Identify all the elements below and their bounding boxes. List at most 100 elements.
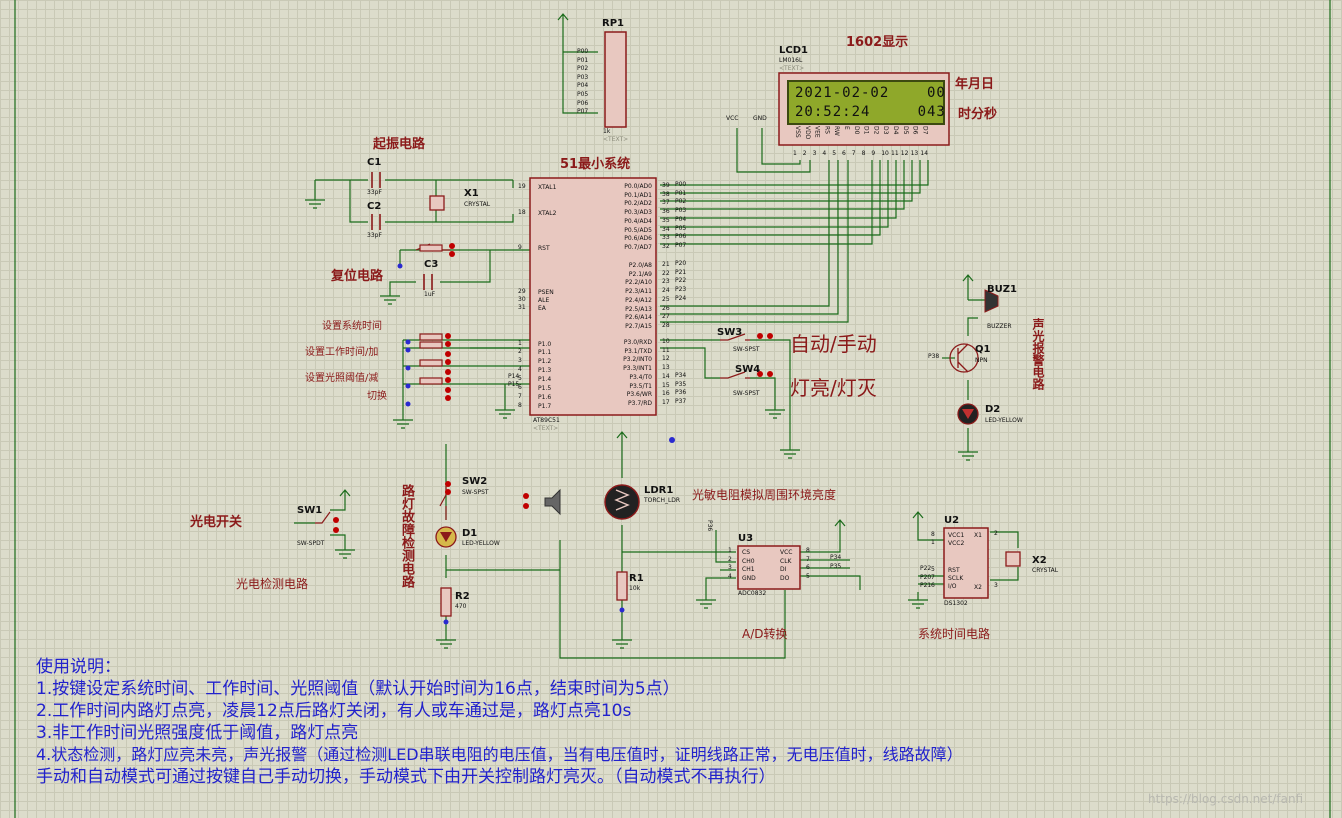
adc-ref: U3 bbox=[738, 533, 754, 544]
rtc-pin-name: RST bbox=[948, 567, 960, 574]
lcd-line-2: 20:52:24 043 bbox=[795, 104, 946, 120]
lcd-pin-number: 10 bbox=[881, 150, 889, 157]
rp1-net-label: P01 bbox=[577, 56, 589, 64]
mcu-pin-number: 12 bbox=[662, 355, 670, 363]
mcu-pin-number: 29 bbox=[518, 288, 526, 295]
lcd-pin-number: 1 bbox=[793, 150, 797, 157]
net-label: P00 bbox=[675, 181, 687, 188]
mcu-pin-name: P2.1/A9 bbox=[628, 270, 652, 278]
lcd-pin-name: D0 bbox=[852, 126, 860, 135]
sw1-value: SW-SPDT bbox=[297, 540, 325, 547]
net-label: P02 bbox=[675, 198, 687, 206]
instruction-line: 4.状态检测，路灯应亮未亮，声光报警（通过检测LED串联电阻的电压值，当有电压值… bbox=[36, 745, 963, 764]
rtc-pin-name: VCC1 bbox=[948, 532, 965, 539]
ldr-note: 光敏电阻模拟周围环境亮度 bbox=[692, 488, 837, 502]
c2-value: 33pF bbox=[367, 232, 382, 239]
mcu-pin-number: 38 bbox=[662, 190, 670, 198]
d2-value: LED-YELLOW bbox=[985, 417, 1023, 424]
mcu-pin-name: P1.4 bbox=[538, 376, 552, 383]
mcu-pin-name: P1.0 bbox=[538, 341, 552, 348]
rp1-net-label: P03 bbox=[577, 73, 589, 81]
lcd-title: 1602显示 bbox=[846, 35, 909, 50]
adc-pin-number: 8 bbox=[806, 547, 810, 554]
mcu-pin-number: 13 bbox=[662, 364, 670, 372]
mcu-text-placeholder: <TEXT> bbox=[533, 425, 559, 432]
sw2-value: SW-SPST bbox=[462, 489, 489, 496]
lcd-pin-number: 2 bbox=[802, 150, 807, 157]
lcd-pin-name: VSS bbox=[794, 126, 801, 138]
instruction-line: 3.非工作时间光照强度低于阈值，路灯点亮 bbox=[36, 723, 359, 743]
adc-pin-name: CS bbox=[742, 549, 750, 556]
photo-detect-label: 光电检测电路 bbox=[236, 577, 309, 591]
sw4-ref: SW4 bbox=[735, 364, 761, 375]
mcu-pin-number: 2 bbox=[518, 348, 522, 355]
sw3-value: SW-SPST bbox=[733, 346, 760, 353]
mcu-pin-number: 7 bbox=[518, 393, 522, 400]
mcu-pin-name: ALE bbox=[538, 297, 550, 304]
btn1-label: 设置系统时间 bbox=[322, 321, 382, 332]
mcu-pin-name: P2.4/A12 bbox=[625, 296, 652, 304]
lcd-pin-name: VDD bbox=[803, 126, 811, 140]
r2-ref: R2 bbox=[455, 591, 470, 602]
r1-value: 10k bbox=[629, 585, 641, 592]
mcu-pin-name: P0.4/AD4 bbox=[624, 217, 652, 225]
lcd-pin-name: D4 bbox=[892, 126, 899, 135]
lcd-pin-name: VEE bbox=[813, 126, 821, 138]
net-label: P01 bbox=[675, 189, 687, 197]
lcd-pin-number: 5 bbox=[832, 150, 837, 157]
mcu-pin-number: 1 bbox=[518, 340, 522, 347]
lcd-screen: 2021-02-02 00 20:52:24 043 bbox=[787, 80, 945, 125]
rtc-pin-number: 6 bbox=[931, 582, 935, 589]
sw3-ref: SW3 bbox=[717, 327, 743, 338]
mcu-pin-name: P1.2 bbox=[538, 358, 552, 365]
adc-pin-name: CLK bbox=[780, 557, 792, 565]
rtc-part: DS1302 bbox=[944, 600, 968, 607]
c2-ref: C2 bbox=[367, 201, 382, 212]
mcu-pin-number: 15 bbox=[662, 381, 670, 389]
mcu-pin-name: P0.7/AD7 bbox=[624, 243, 652, 251]
d2-ref: D2 bbox=[985, 404, 1001, 415]
reset-label: 复位电路 bbox=[331, 269, 384, 284]
mcu-pin-number: 8 bbox=[518, 402, 522, 409]
rtc-pin-number: 2 bbox=[994, 530, 998, 537]
x2-ref: X2 bbox=[1032, 555, 1047, 566]
lcd-pin-number: 14 bbox=[920, 150, 929, 157]
mcu-pin-name: P0.5/AD5 bbox=[624, 226, 652, 234]
rp1-ref: RP1 bbox=[602, 18, 624, 29]
net-label: P34 bbox=[675, 371, 687, 379]
mcu-pin-number: 25 bbox=[662, 295, 670, 303]
mcu-pin-name: EA bbox=[538, 305, 546, 312]
lcd-pin-name: D3 bbox=[882, 126, 890, 135]
net-label: P07 bbox=[675, 241, 687, 249]
mcu-pin-name: P3.2/INT0 bbox=[623, 356, 652, 364]
lcd-pin-number: 4 bbox=[822, 150, 827, 157]
rp1-net-label: P04 bbox=[577, 82, 589, 90]
buz1-ref: BUZ1 bbox=[987, 284, 1017, 295]
mcu-pin-name: P3.0/RXD bbox=[623, 339, 652, 346]
mcu-pin-number: 14 bbox=[662, 372, 670, 380]
rtc-pin-number: 3 bbox=[994, 582, 998, 589]
r2-value: 470 bbox=[455, 603, 467, 610]
fault-detect-label: 路灯故障检测电路 bbox=[399, 484, 414, 588]
rtc-pin-name: VCC2 bbox=[948, 540, 965, 547]
net-label: P36 bbox=[675, 389, 687, 397]
mcu-pin-name: P2.5/A13 bbox=[625, 305, 652, 313]
net-label: P24 bbox=[675, 294, 687, 302]
rtc-pin-number: 7 bbox=[931, 574, 935, 581]
date-label: 年月日 bbox=[955, 77, 995, 92]
mcu-pin-name: RST bbox=[538, 245, 550, 252]
x2-value: CRYSTAL bbox=[1032, 567, 1059, 574]
mcu-pin-name: P3.3/INT1 bbox=[623, 365, 652, 373]
photo-switch-label: 光电开关 bbox=[190, 515, 243, 530]
q1-value: NPN bbox=[975, 357, 988, 364]
rtc-ref: U2 bbox=[944, 515, 960, 526]
net-p36: P36 bbox=[706, 520, 713, 532]
rp1-net-label: P07 bbox=[577, 108, 589, 116]
rtc-note: 系统时间电路 bbox=[918, 627, 991, 641]
ldr1-ref: LDR1 bbox=[644, 485, 674, 496]
rtc-net-label: P20 bbox=[920, 573, 932, 581]
mcu-pin-number: 22 bbox=[662, 269, 670, 277]
net-label: P04 bbox=[675, 215, 687, 223]
sw1-ref: SW1 bbox=[297, 505, 323, 516]
mcu-pin-number: 19 bbox=[518, 183, 526, 190]
